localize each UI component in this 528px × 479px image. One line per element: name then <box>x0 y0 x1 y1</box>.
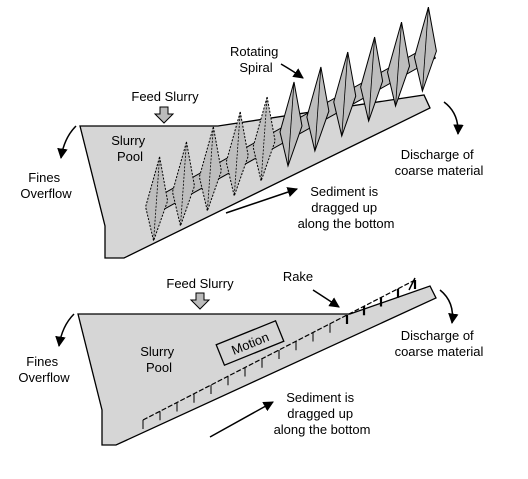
spiral-blade-edge <box>314 66 322 152</box>
top-overflow-arrow-icon <box>57 125 77 160</box>
top-slurry-pool-label: Slurry Pool <box>111 133 149 164</box>
bottom-discharge-arrow-icon <box>439 289 459 325</box>
spiral-blade-edge <box>395 22 402 107</box>
spiral-blade-edge <box>368 37 376 122</box>
bottom-rake <box>142 277 417 429</box>
rake-bar <box>142 279 416 421</box>
spiral-blade-edge <box>180 141 187 226</box>
spiral-blade-edge <box>153 156 160 241</box>
top-discharge-arrow-icon <box>443 101 464 136</box>
bottom-discharge-label: Discharge of coarse material <box>395 328 484 359</box>
top-discharge-label: Discharge of coarse material <box>395 147 484 178</box>
bottom-rake-label: Rake <box>283 269 313 284</box>
top-sediment-label: Sediment is dragged up along the bottom <box>298 184 395 231</box>
bottom-slurry-pool-label: Slurry Pool <box>140 344 178 375</box>
bottom-rake-callout-arrow-icon <box>312 289 340 308</box>
bottom-slurry-pool <box>77 285 437 446</box>
bottom-feed-slurry-label: Feed Slurry <box>166 276 234 291</box>
spiral-blade-edge <box>260 96 268 182</box>
bottom-fines-overflow-label: Fines Overflow <box>18 354 70 385</box>
rake-classifier: Motion Rake Feed Slurry Slurry Pool Fine… <box>18 269 484 446</box>
top-sediment-arrow-icon <box>225 187 298 214</box>
bottom-overflow-arrow-icon <box>55 313 75 348</box>
top-feed-slurry-label: Feed Slurry <box>131 89 199 104</box>
top-rotating-spiral-label: Rotating Spiral <box>230 44 282 75</box>
top-slurry-pool <box>79 94 431 259</box>
top-spiral-blades <box>145 6 437 243</box>
spiral-blade-edge <box>287 81 295 167</box>
spiral-blade-edge <box>206 126 214 211</box>
bottom-sediment-label: Sediment is dragged up along the bottom <box>274 390 371 437</box>
top-spiral-callout-arrow-icon <box>280 63 304 79</box>
rake-tip <box>408 277 416 291</box>
screw-classifier: Rotating Spiral Feed Slurry Slurry Pool … <box>20 6 484 259</box>
top-feed-arrow-icon <box>153 106 175 124</box>
top-fines-overflow-label: Fines Overflow <box>20 170 72 201</box>
bottom-sediment-arrow-icon <box>209 401 274 438</box>
spiral-blade-edge <box>341 52 349 137</box>
bottom-feed-arrow-icon <box>189 292 211 310</box>
spiral-blade-edge <box>422 7 429 92</box>
spiral-blade-edge <box>233 111 241 196</box>
